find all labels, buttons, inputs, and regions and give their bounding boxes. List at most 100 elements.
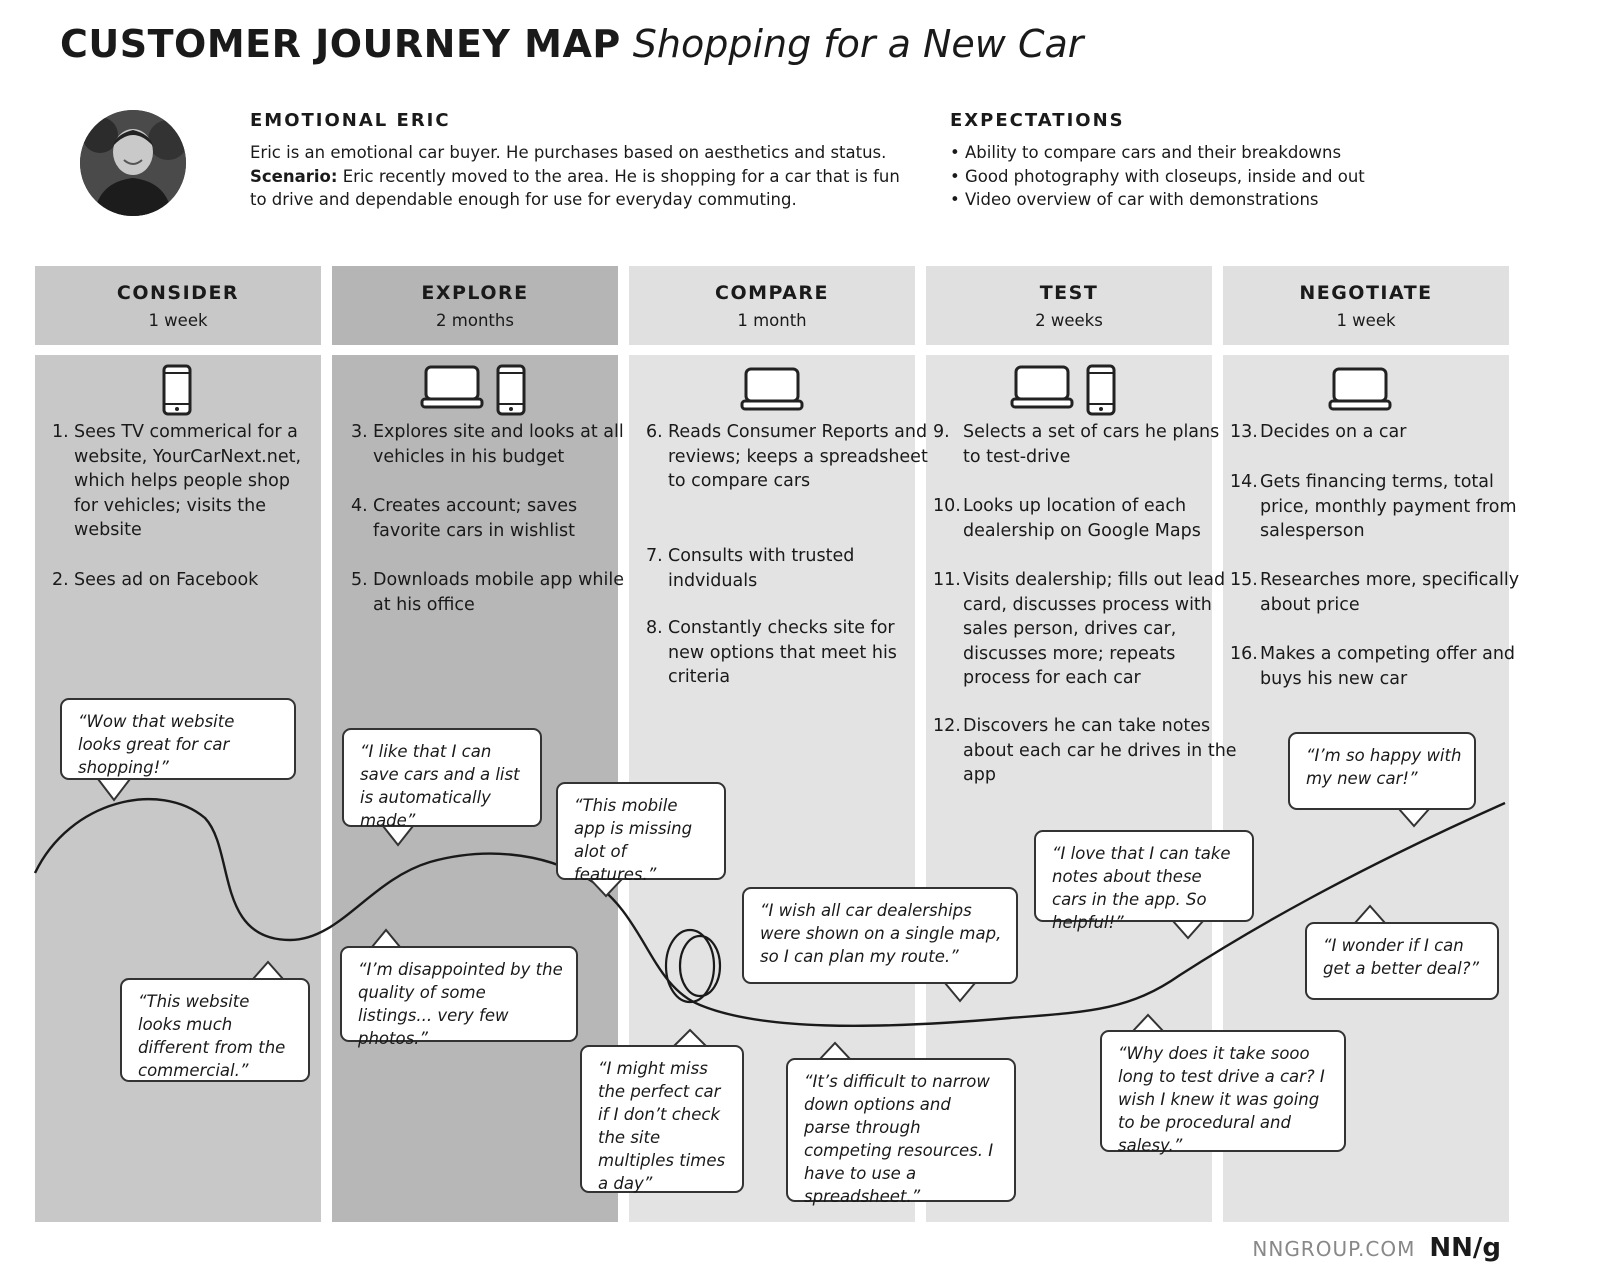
stage-header-explore: EXPLORE 2 months [332,266,618,345]
stage-name: CONSIDER [116,282,240,304]
step-item: 9. Selects a set of cars he plans to test… [933,420,1238,469]
persona-description-text: Eric is an emotional car buyer. He purch… [250,143,887,162]
bubble-tail [1396,808,1432,828]
expectations-list: Ability to compare cars and their breakd… [950,141,1470,212]
step-text: Explores site and looks at all vehicles … [373,422,624,467]
loop-mark [664,928,722,1004]
step-text: Discovers he can take notes about each c… [963,716,1237,785]
quote-bubble: “I might miss the perfect car if I don’t… [580,1045,744,1193]
stage-duration: 2 months [436,311,514,330]
step-text: Creates account; saves favorite cars in … [373,496,578,541]
step-number: 16. [1230,644,1258,664]
stage-duration: 1 week [1336,311,1396,330]
quote-bubble: “I like that I can save cars and a list … [342,728,542,830]
step-item: 15.Researches more, specifically about p… [1230,568,1530,617]
step-text: Downloads mobile app while at his office [373,570,624,615]
step-text: Visits dealership; fills out lead card, … [963,570,1226,688]
bubble-tail [671,1028,709,1047]
scenario-text: Eric recently moved to the area. He is s… [250,166,900,210]
phone-icon [496,364,526,416]
step-number: 10. [933,496,961,516]
step-item: 11.Visits dealership; fills out lead car… [933,568,1238,691]
expectation-item: Video overview of car with demonstration… [950,188,1470,212]
step-number: 8. [646,618,663,638]
stage-header-negotiate: NEGOTIATE 1 week [1223,266,1509,345]
step-number: 4. [351,496,368,516]
quote-bubble: “I love that I can take notes about thes… [1034,830,1254,932]
step-number: 7. [646,546,663,566]
persona-section: EMOTIONAL ERIC Eric is an emotional car … [250,110,910,212]
step-item: 1.Sees TV commerical for a website, Your… [52,420,319,543]
title-main: CUSTOMER JOURNEY MAP [60,22,621,66]
stage-name: EXPLORE [421,282,529,304]
step-item: 5.Downloads mobile app while at his offi… [351,568,628,617]
step-item: 13.Decides on a car [1230,420,1530,445]
step-number: 5. [351,570,368,590]
step-number: 3. [351,422,368,442]
stage-duration: 1 week [148,311,208,330]
stage-name: COMPARE [715,282,829,304]
step-text: Looks up location of each dealership on … [963,496,1201,541]
bubble-tail [369,928,403,948]
step-number: 15. [1230,570,1258,590]
stage-duration: 2 weeks [1035,311,1103,330]
phone-icon [162,364,192,416]
step-number: 9. [933,422,950,442]
step-text: Sees ad on Facebook [74,570,259,590]
title-subtitle: Shopping for a New Car [632,22,1084,66]
emotion-line [33,798,1506,1027]
step-text: Decides on a car [1260,422,1407,442]
step-text: Consults with trusted indviduals [668,546,855,591]
step-item: 16.Makes a competing offer and buys his … [1230,642,1530,691]
quote-bubble: “I’m so happy with my new car!” [1288,732,1476,810]
expectations-title: EXPECTATIONS [950,110,1125,131]
footer-site: NNGROUP.COM [1252,1237,1416,1261]
bubble-tail [250,960,286,980]
step-item: 14.Gets financing terms, total price, mo… [1230,470,1530,544]
stage-duration: 1 month [737,311,807,330]
expectations-section: EXPECTATIONS Ability to compare cars and… [950,110,1470,212]
quote-bubble: “I wish all car dealerships were shown o… [742,887,1018,984]
laptop-icon [1010,365,1074,409]
stage-name: NEGOTIATE [1299,282,1433,304]
step-item: 8.Constantly checks site for new options… [646,616,928,690]
laptop-icon [420,365,484,409]
quote-bubble: “Why does it take sooo long to test driv… [1100,1030,1346,1155]
stage-header-consider: CONSIDER 1 week [35,266,321,345]
step-text: Sees TV commerical for a website, YourCa… [74,422,302,540]
scenario-label: Scenario: [250,166,338,186]
stage-header-test: TEST 2 weeks [926,266,1212,345]
step-item: 10.Looks up location of each dealership … [933,494,1238,543]
step-item: 6.Reads Consumer Reports and reviews; ke… [646,420,928,494]
quote-bubble: “I wonder if I can get a better deal?” [1305,922,1499,1000]
nng-logo: NN/g [1429,1233,1501,1263]
quote-bubble: “This mobile app is missing alot of feat… [556,782,726,884]
step-text: Reads Consumer Reports and reviews; keep… [668,422,928,491]
step-number: 14. [1230,472,1258,492]
expectation-item: Good photography with closeups, inside a… [950,165,1470,189]
step-text: Constantly checks site for new options t… [668,618,897,687]
bubble-tail [1170,920,1206,940]
step-text: Researches more, specifically about pric… [1260,570,1520,615]
step-text: Makes a competing offer and buys his new… [1260,644,1516,689]
stage-name: TEST [1039,282,1099,304]
step-number: 11. [933,570,961,590]
step-number: 1. [52,422,69,442]
stage-header-compare: COMPARE 1 month [629,266,915,345]
step-item: 2.Sees ad on Facebook [52,568,319,593]
footer: NNGROUP.COM NN/g [1252,1233,1501,1263]
laptop-icon [1328,367,1392,411]
bubble-tail [95,778,133,802]
laptop-icon [740,367,804,411]
quote-bubble: “It’s difficult to narrow down options a… [786,1058,1016,1206]
step-number: 2. [52,570,69,590]
quote-bubble: “Wow that website looks great for car sh… [60,698,296,780]
step-text: Selects a set of cars he plans to test-d… [963,422,1220,467]
persona-description: Eric is an emotional car buyer. He purch… [250,141,910,212]
step-number: 6. [646,422,663,442]
step-item: 4.Creates account; saves favorite cars i… [351,494,628,543]
step-item: 12.Discovers he can take notes about eac… [933,714,1238,788]
persona-name: EMOTIONAL ERIC [250,110,451,131]
